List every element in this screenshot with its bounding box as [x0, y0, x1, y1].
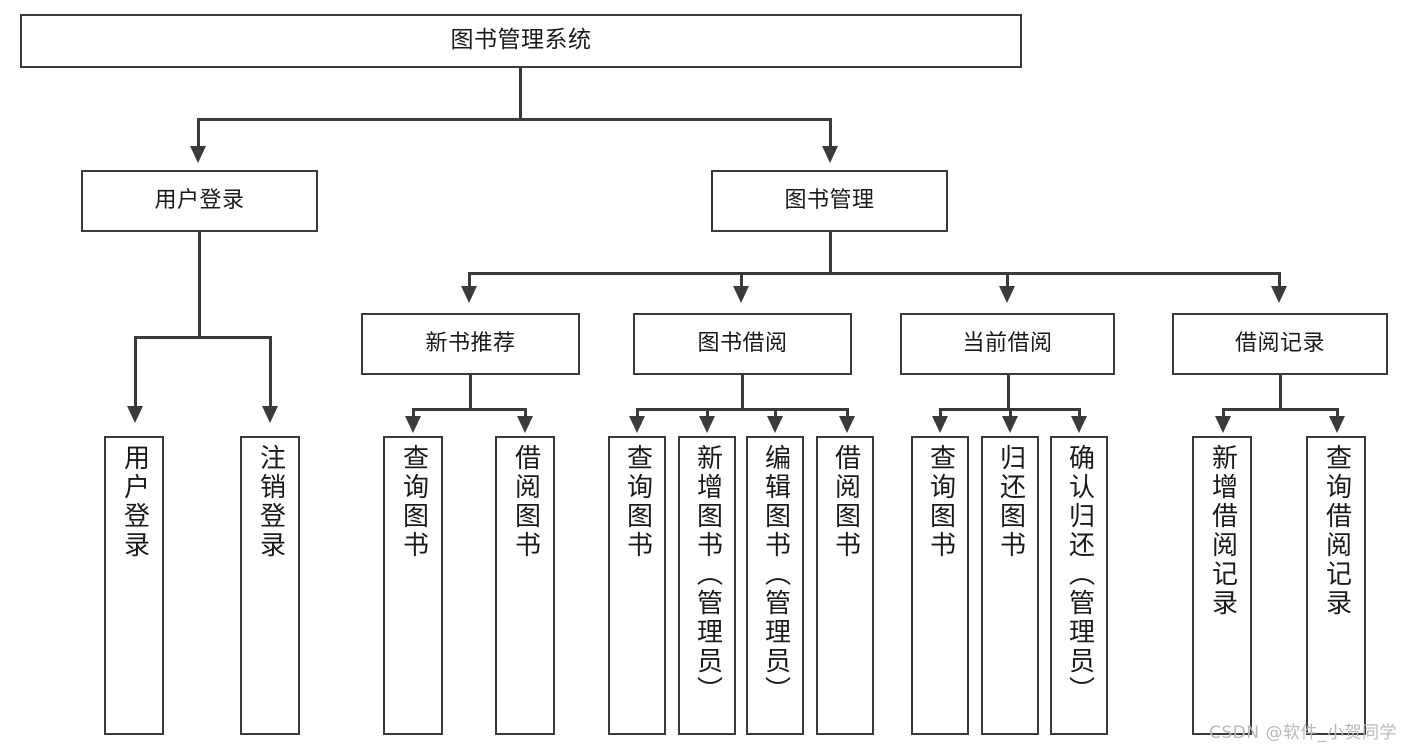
connector-cb-drop-3 — [1078, 408, 1081, 418]
node-label: 查询借阅记录 — [1321, 444, 1352, 618]
connector-book-borrow-stem — [741, 375, 744, 408]
leaf-user-login-logout[interactable]: 注销登录 — [240, 436, 300, 735]
arrow-bb-leaf-2 — [699, 416, 715, 433]
arrow-br-leaf-2 — [1329, 416, 1345, 433]
arrow-br-leaf-1 — [1215, 416, 1231, 433]
leaf-current-borrow-return-book[interactable]: 归还图书 — [981, 436, 1039, 735]
connector-nbr-drop-2 — [524, 408, 527, 418]
node-book-management[interactable]: 图书管理 — [711, 170, 948, 232]
node-label: 借阅记录 — [1234, 330, 1325, 356]
node-label: 新书推荐 — [425, 330, 516, 356]
leaf-borrow-record-query-record[interactable]: 查询借阅记录 — [1306, 436, 1366, 735]
node-label: 查询图书 — [622, 444, 653, 560]
connector-root-to-book-management — [829, 118, 832, 148]
leaf-user-login-login[interactable]: 用户登录 — [104, 436, 164, 735]
connector-br-drop-2 — [1336, 408, 1339, 418]
leaf-book-borrow-query-book[interactable]: 查询图书 — [608, 436, 666, 735]
leaf-book-borrow-edit-book-admin[interactable]: 编辑图书（管理员） — [746, 436, 804, 735]
connector-root-to-user-login — [197, 118, 200, 148]
connector-bb-drop-2 — [706, 408, 709, 418]
arrow-bb-leaf-4 — [839, 416, 855, 433]
arrow-bb-leaf-3 — [767, 416, 783, 433]
arrow-cb-leaf-1 — [932, 416, 948, 433]
node-user-login[interactable]: 用户登录 — [81, 170, 318, 232]
node-current-borrow[interactable]: 当前借阅 — [900, 313, 1115, 375]
connector-current-borrow-stem — [1007, 375, 1010, 408]
connector-cb-drop-2 — [1009, 408, 1012, 418]
leaf-book-borrow-add-book-admin[interactable]: 新增图书（管理员） — [678, 436, 736, 735]
node-label: 当前借阅 — [962, 330, 1053, 356]
node-label: 归还图书 — [995, 444, 1026, 560]
node-label: 用户登录 — [119, 444, 150, 560]
connector-bb-drop-4 — [846, 408, 849, 418]
arrow-bb-leaf-1 — [629, 416, 645, 433]
leaf-current-borrow-confirm-return-admin[interactable]: 确认归还（管理员） — [1050, 436, 1108, 735]
connector-bb-drop-1 — [636, 408, 639, 418]
leaf-new-book-query-book[interactable]: 查询图书 — [383, 436, 443, 735]
connector-user-login-drop-1 — [134, 336, 137, 408]
node-label: 借阅图书 — [830, 444, 861, 560]
node-root-book-management-system[interactable]: 图书管理系统 — [20, 14, 1022, 68]
node-label: 用户登录 — [154, 187, 245, 213]
connector-book-borrow-bar — [636, 408, 848, 411]
connector-root-stem — [519, 68, 522, 118]
connector-cb-drop-1 — [939, 408, 942, 418]
connector-borrow-record-stem — [1279, 375, 1282, 408]
arrow-user-login-leaf-1 — [127, 406, 143, 423]
node-label: 编辑图书（管理员） — [760, 444, 791, 705]
leaf-book-borrow-borrow-book[interactable]: 借阅图书 — [816, 436, 874, 735]
connector-user-login-bar — [134, 336, 269, 339]
node-label: 图书管理系统 — [450, 27, 592, 54]
connector-nbr-drop-1 — [412, 408, 415, 418]
node-label: 新增借阅记录 — [1207, 444, 1238, 618]
connector-to-new-book-recommend — [468, 272, 471, 288]
connector-to-book-borrow — [740, 272, 743, 288]
connector-to-current-borrow — [1006, 272, 1009, 288]
connector-book-management-stem — [829, 232, 832, 272]
connector-level3-bar — [468, 272, 1280, 275]
node-book-borrow[interactable]: 图书借阅 — [633, 313, 852, 375]
connector-new-book-recommend-bar — [412, 408, 526, 411]
arrow-to-borrow-record — [1271, 286, 1287, 303]
connector-borrow-record-bar — [1222, 408, 1338, 411]
connector-user-login-stem — [198, 232, 201, 336]
leaf-borrow-record-add-record[interactable]: 新增借阅记录 — [1192, 436, 1252, 735]
arrow-user-login-leaf-2 — [262, 406, 278, 423]
arrow-cb-leaf-2 — [1002, 416, 1018, 433]
connector-user-login-drop-2 — [269, 336, 272, 408]
leaf-current-borrow-query-book[interactable]: 查询图书 — [911, 436, 969, 735]
node-label: 图书借阅 — [697, 330, 788, 356]
connector-new-book-recommend-stem — [469, 375, 472, 408]
node-label: 图书管理 — [784, 187, 875, 213]
arrow-nbr-leaf-1 — [405, 416, 421, 433]
arrow-root-to-book-management — [822, 146, 838, 163]
node-label: 借阅图书 — [510, 444, 541, 560]
leaf-new-book-borrow-book[interactable]: 借阅图书 — [495, 436, 555, 735]
connector-bb-drop-3 — [774, 408, 777, 418]
node-new-book-recommend[interactable]: 新书推荐 — [361, 313, 580, 375]
arrow-cb-leaf-3 — [1071, 416, 1087, 433]
csdn-watermark: CSDN @软件_小贺同学 — [1209, 723, 1397, 743]
node-borrow-record[interactable]: 借阅记录 — [1172, 313, 1388, 375]
node-label: 查询图书 — [925, 444, 956, 560]
node-label: 确认归还（管理员） — [1064, 444, 1095, 705]
node-label: 新增图书（管理员） — [692, 444, 723, 705]
arrow-root-to-user-login — [190, 146, 206, 163]
connector-to-borrow-record — [1278, 272, 1281, 288]
connector-root-bar — [197, 118, 832, 121]
arrow-nbr-leaf-2 — [517, 416, 533, 433]
arrow-to-current-borrow — [999, 286, 1015, 303]
arrow-to-new-book-recommend — [461, 286, 477, 303]
node-label: 查询图书 — [398, 444, 429, 560]
connector-br-drop-1 — [1222, 408, 1225, 418]
arrow-to-book-borrow — [733, 286, 749, 303]
node-label: 注销登录 — [255, 444, 286, 560]
